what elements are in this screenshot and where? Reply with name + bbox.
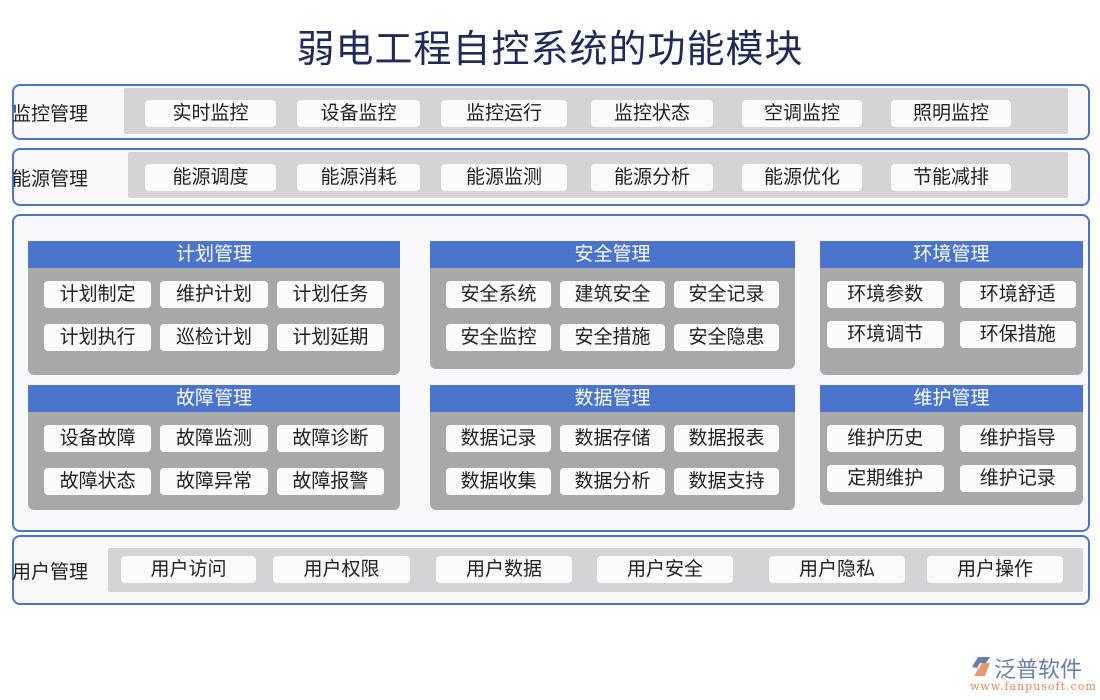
row-label: 用户管理 <box>12 561 89 583</box>
panel-item[interactable]: 数据报表 <box>674 425 779 452</box>
panel-item[interactable]: 数据支持 <box>674 468 779 495</box>
panel-item[interactable]: 环境调节 <box>827 321 944 348</box>
panel-item[interactable]: 定期维护 <box>827 465 944 492</box>
logo: 泛普软件 www.fanpusoft.com <box>968 652 1096 697</box>
module-button[interactable]: 能源优化 <box>742 164 862 191</box>
panel-item[interactable]: 维护记录 <box>959 465 1076 492</box>
module-button[interactable]: 监控运行 <box>441 100 567 127</box>
module-button[interactable]: 用户权限 <box>273 556 410 583</box>
panel-item[interactable]: 维护计划 <box>160 281 268 308</box>
panel-item[interactable]: 故障状态 <box>44 468 152 495</box>
logo-name: 泛普软件 <box>994 658 1083 683</box>
panel-item[interactable]: 巡检计划 <box>160 324 268 351</box>
panel-item[interactable]: 计划制定 <box>44 281 152 308</box>
panel-5: 维护管理维护历史维护指导定期维护维护记录 <box>820 385 1083 505</box>
panel-2: 环境管理环境参数环境舒适环境调节环保措施 <box>820 241 1083 375</box>
panel-item[interactable]: 数据存储 <box>560 425 665 452</box>
panel-item[interactable]: 数据分析 <box>560 468 665 495</box>
panel-item[interactable]: 环保措施 <box>959 321 1076 348</box>
panel-item[interactable]: 计划延期 <box>276 324 384 351</box>
panel-item[interactable]: 安全系统 <box>446 281 551 308</box>
panel-item[interactable]: 数据收集 <box>446 468 551 495</box>
module-button[interactable]: 能源消耗 <box>297 164 420 191</box>
panel-item[interactable]: 数据记录 <box>446 425 551 452</box>
panel-item[interactable]: 计划执行 <box>44 324 152 351</box>
module-button[interactable]: 用户数据 <box>436 556 572 583</box>
row-label: 能源管理 <box>12 168 89 190</box>
panel-title: 维护管理 <box>820 385 1083 412</box>
panel-title: 环境管理 <box>820 241 1083 268</box>
panel-item[interactable]: 环境参数 <box>827 281 944 308</box>
row-label: 监控管理 <box>12 103 89 125</box>
module-button[interactable]: 用户隐私 <box>769 556 905 583</box>
logo-icon <box>972 657 990 676</box>
module-button[interactable]: 空调监控 <box>742 100 862 127</box>
module-button[interactable]: 能源监测 <box>441 164 567 191</box>
module-button[interactable]: 实时监控 <box>145 100 276 127</box>
panel-item[interactable]: 维护历史 <box>827 425 944 452</box>
logo-url: www.fanpusoft.com <box>970 680 1097 693</box>
panel-item[interactable]: 故障异常 <box>160 468 268 495</box>
panel-4: 数据管理数据记录数据存储数据报表数据收集数据分析数据支持 <box>430 385 795 510</box>
module-button[interactable]: 用户安全 <box>597 556 733 583</box>
panel-title: 安全管理 <box>430 241 795 268</box>
panel-1: 安全管理安全系统建筑安全安全记录安全监控安全措施安全隐患 <box>430 241 795 369</box>
panel-item[interactable]: 安全监控 <box>446 324 551 351</box>
panel-title: 数据管理 <box>430 385 795 412</box>
module-button[interactable]: 能源分析 <box>591 164 713 191</box>
panel-0: 计划管理计划制定维护计划计划任务计划执行巡检计划计划延期 <box>28 241 400 375</box>
module-button[interactable]: 照明监控 <box>891 100 1011 127</box>
module-button[interactable]: 用户操作 <box>927 556 1063 583</box>
panel-item[interactable]: 安全记录 <box>674 281 779 308</box>
row-items-area <box>108 548 1083 592</box>
panel-item[interactable]: 环境舒适 <box>959 281 1076 308</box>
panel-title: 故障管理 <box>28 385 400 412</box>
panel-3: 故障管理设备故障故障监测故障诊断故障状态故障异常故障报警 <box>28 385 400 510</box>
panel-item[interactable]: 安全措施 <box>560 324 665 351</box>
panel-item[interactable]: 故障报警 <box>276 468 384 495</box>
module-button[interactable]: 监控状态 <box>591 100 713 127</box>
module-button[interactable]: 用户访问 <box>121 556 256 583</box>
panel-item[interactable]: 维护指导 <box>959 425 1076 452</box>
panel-item[interactable]: 计划任务 <box>276 281 384 308</box>
module-button[interactable]: 设备监控 <box>297 100 420 127</box>
panel-item[interactable]: 设备故障 <box>44 425 152 452</box>
panel-item[interactable]: 安全隐患 <box>674 324 779 351</box>
module-button[interactable]: 能源调度 <box>145 164 276 191</box>
module-button[interactable]: 节能减排 <box>891 164 1011 191</box>
panel-item[interactable]: 建筑安全 <box>560 281 665 308</box>
panel-title: 计划管理 <box>28 241 400 268</box>
diagram-title: 弱电工程自控系统的功能模块 <box>296 27 804 71</box>
panel-item[interactable]: 故障诊断 <box>276 425 384 452</box>
panel-item[interactable]: 故障监测 <box>160 425 268 452</box>
